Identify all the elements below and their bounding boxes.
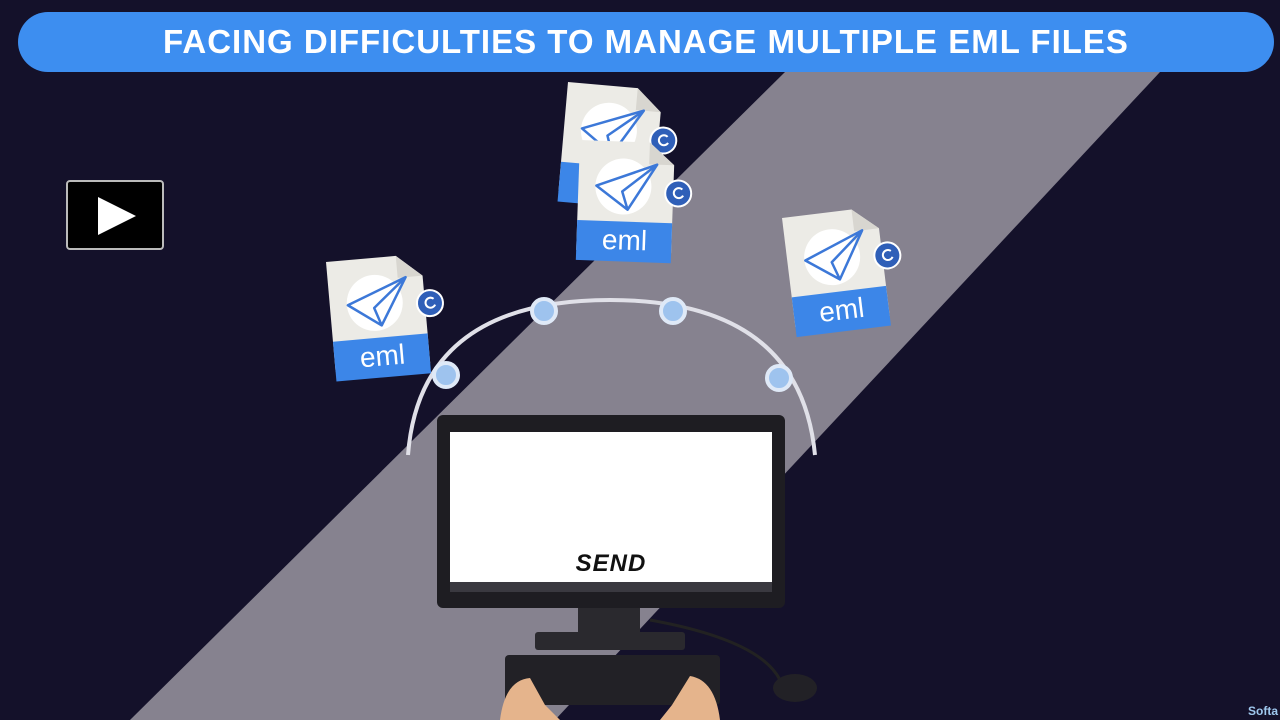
svg-text:eml: eml — [359, 339, 407, 374]
monitor-send-text: SEND — [575, 550, 647, 577]
play-icon — [98, 197, 136, 235]
banner-title: FACING DIFFICULTIES TO MANAGE MULTIPLE E… — [163, 23, 1129, 60]
svg-text:eml: eml — [817, 292, 866, 328]
eml-file-icon: eml — [574, 138, 695, 266]
play-button[interactable] — [66, 180, 164, 250]
computer-monitor — [437, 415, 817, 720]
title-banner: FACING DIFFICULTIES TO MANAGE MULTIPLE E… — [18, 12, 1274, 72]
light-beam — [130, 72, 1160, 720]
svg-text:eml: eml — [601, 224, 647, 257]
eml-file-icon: eml — [324, 250, 451, 383]
eml-file-icon: eml — [780, 202, 911, 339]
watermark-logo: Softa — [1248, 704, 1278, 718]
arc-nodes — [432, 297, 793, 392]
